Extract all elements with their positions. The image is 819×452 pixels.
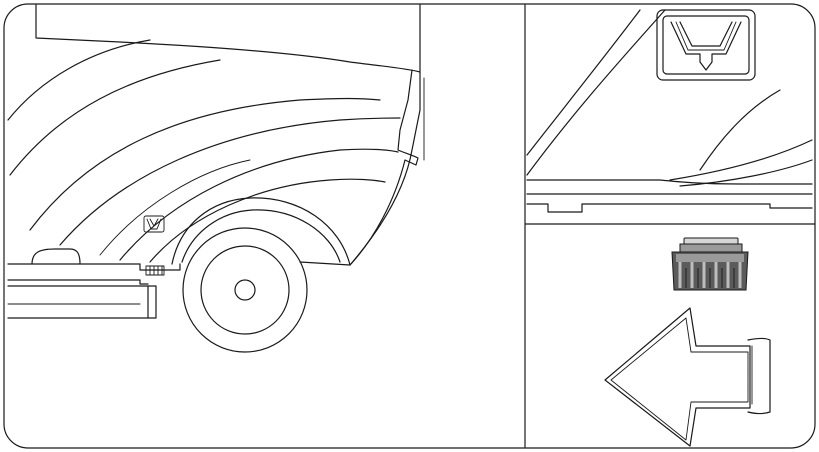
- wheel-arch-inner: [181, 209, 341, 263]
- fender-rear-edge: [299, 71, 421, 266]
- detail-curve-2: [526, 9, 666, 176]
- drain-plug-small-icon: [145, 265, 165, 276]
- sill-top: [7, 263, 181, 271]
- body-curve-4: [59, 117, 401, 246]
- fender-edge-detail: [349, 69, 419, 266]
- detail-curve-3: [699, 89, 781, 171]
- left-arrow-icon: [604, 307, 771, 447]
- wheel-tire: [182, 227, 308, 353]
- body-top-contour: [35, 4, 421, 73]
- detail-curve-5: [679, 159, 813, 187]
- body-curve-1: [7, 39, 151, 121]
- vehicle-side-view: [7, 4, 425, 353]
- outer-frame: [3, 3, 816, 449]
- lift-point-symbol-icon: [656, 9, 756, 81]
- wheel-arch-outer: [171, 197, 351, 266]
- wheel-hub: [234, 279, 256, 301]
- body-curve-6: [149, 178, 386, 263]
- body-curve-3: [29, 97, 381, 231]
- wheel-rim: [200, 245, 290, 335]
- detail-curve-4: [669, 139, 813, 181]
- detail-curve-1: [526, 9, 641, 156]
- sill-line: [7, 279, 149, 285]
- detail-sill-bottom: [526, 203, 813, 213]
- plug-removal: [604, 237, 771, 447]
- sill-block-end: [147, 285, 157, 319]
- sill-block: [7, 285, 149, 319]
- detail-edge: [526, 179, 813, 185]
- sill-bump: [31, 248, 81, 265]
- body-curve-7: [99, 159, 251, 256]
- drain-plug-icon: [671, 237, 749, 291]
- body-curve-5: [119, 148, 399, 261]
- body-curve-2: [9, 59, 221, 176]
- marker-detail: [526, 9, 813, 213]
- lift-point-marker-small-icon: [143, 215, 165, 233]
